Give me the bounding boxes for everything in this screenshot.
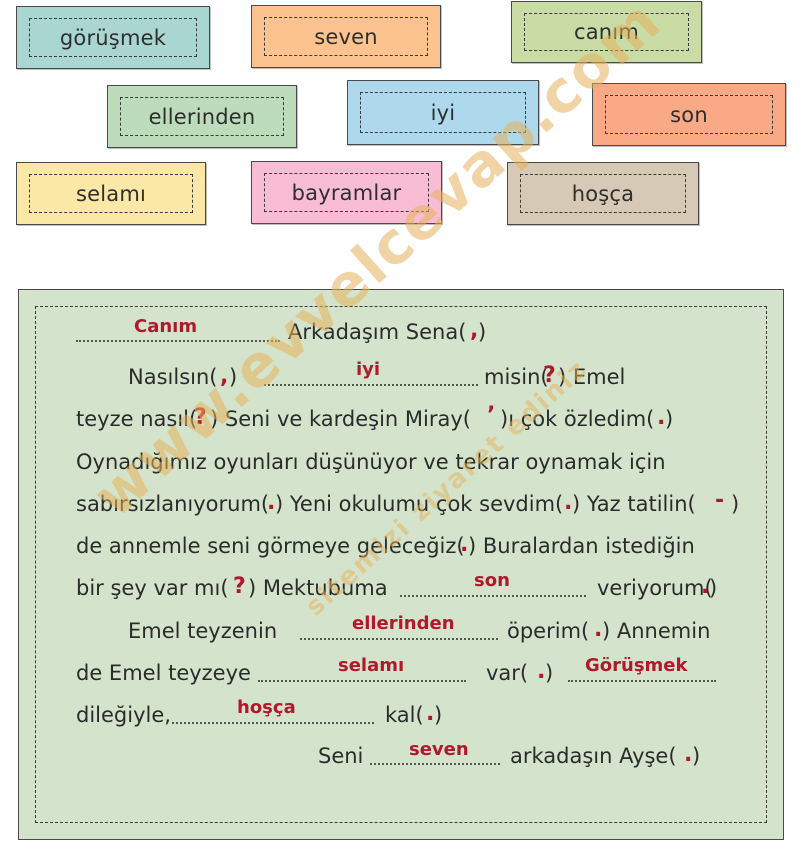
blank-line [258,680,466,682]
answer-selami: selamı [338,655,405,676]
punct-question: ? [233,574,246,599]
blank-line [264,384,478,386]
word-card-seven: seven [251,5,441,68]
blank-line [172,722,374,724]
punct-apostrophe: ʼ [487,403,496,428]
word-card-canim: canım [511,1,702,63]
letter-text: ) Annemin [602,619,711,643]
letter-text: ) [229,365,238,389]
letter-dashed-border [35,306,767,823]
blank-line [370,763,500,765]
letter-text: )ı çok özledim( [500,407,655,431]
punct-period: . [684,742,693,767]
letter-text: ) Seni ve kardeşin Miray( [210,407,471,431]
punct-question: ? [543,363,556,388]
letter-text: ) [478,320,487,344]
letter-text: ) [731,492,740,516]
answer-ellerinden: ellerinden [352,613,455,634]
letter-text: arkadaşın Ayşe( [510,744,677,768]
letter-text: bir şey var mı( [76,576,229,600]
letter-text: ) Yeni okulumu çok sevdim( [275,492,564,516]
letter-text: ) [692,744,701,768]
word-card-son: son [592,83,786,146]
word-card-gorusmek: görüşmek [16,6,210,69]
letter-text: kal( [385,703,424,727]
letter-text: öperim( [507,619,590,643]
word-card-label: görüşmek [59,25,167,50]
blank-line [400,595,586,597]
letter-text: Oynadığımız oyunları düşünüyor ve tekrar… [76,450,666,474]
word-card-label: iyi [430,100,456,125]
word-card-bayramlar: bayramlar [251,161,442,224]
word-card-selami: selamı [16,162,206,225]
word-card-iyi: iyi [347,80,539,145]
letter-text: ) [709,576,718,600]
letter-text: misin( [484,365,549,389]
blank-line [300,638,498,640]
punct-question: ? [194,405,207,430]
punct-period: . [657,405,666,430]
letter-text: de annemle seni görmeye geleceğiz( [76,534,465,558]
word-card-label: ellerinden [148,104,256,129]
punct-period: . [460,532,469,557]
letter-panel [18,289,784,840]
punct-period: . [564,490,573,515]
letter-text: ) Emel [558,365,626,389]
letter-text: ) [434,703,443,727]
word-card-label: son [670,102,708,127]
punct-period: . [701,574,710,599]
punct-dash: - [715,488,725,513]
letter-text: ) Yaz tatilin( [572,492,696,516]
letter-text: Nasılsın( [128,365,218,389]
letter-text: sabırsızlanıyorum( [76,492,270,516]
letter-text: Seni [318,744,364,768]
letter-text: teyze nasıl( [76,407,198,431]
answer-gorusmek: Görüşmek [585,655,688,676]
letter-text: de Emel teyzeye [76,661,251,685]
word-card-label: seven [314,24,378,49]
answer-seven: seven [409,739,469,760]
word-card-label: hoşça [571,181,635,206]
blank-line [568,680,716,682]
letter-text: ) [545,661,554,685]
punct-period: . [594,617,603,642]
letter-text: var( [486,661,529,685]
letter-text: Emel teyzenin [128,619,278,643]
answer-son: son [474,570,510,591]
answer-hosca: hoşça [237,697,296,718]
punct-comma: , [220,364,229,389]
word-card-hosca: hoşça [507,162,699,225]
answer-canim: Canım [134,316,198,337]
blank-line [76,340,280,342]
letter-text: ) Buralardan istediğin [468,534,695,558]
letter-text: ) [665,407,674,431]
word-card-label: bayramlar [291,180,402,205]
punct-period: . [537,659,546,684]
letter-text: ) Mektubuma [248,576,388,600]
word-card-label: selamı [75,181,147,206]
punct-period: . [267,490,276,515]
word-card-label: canım [573,20,639,44]
punct-comma: , [470,318,479,343]
letter-text: veriyorum( [597,576,713,600]
letter-text: dileğiyle, [76,703,171,727]
punct-period: . [426,701,435,726]
answer-iyi: iyi [356,359,381,380]
word-card-ellerinden: ellerinden [107,85,297,148]
letter-text: Arkadaşım Sena( [288,320,467,344]
